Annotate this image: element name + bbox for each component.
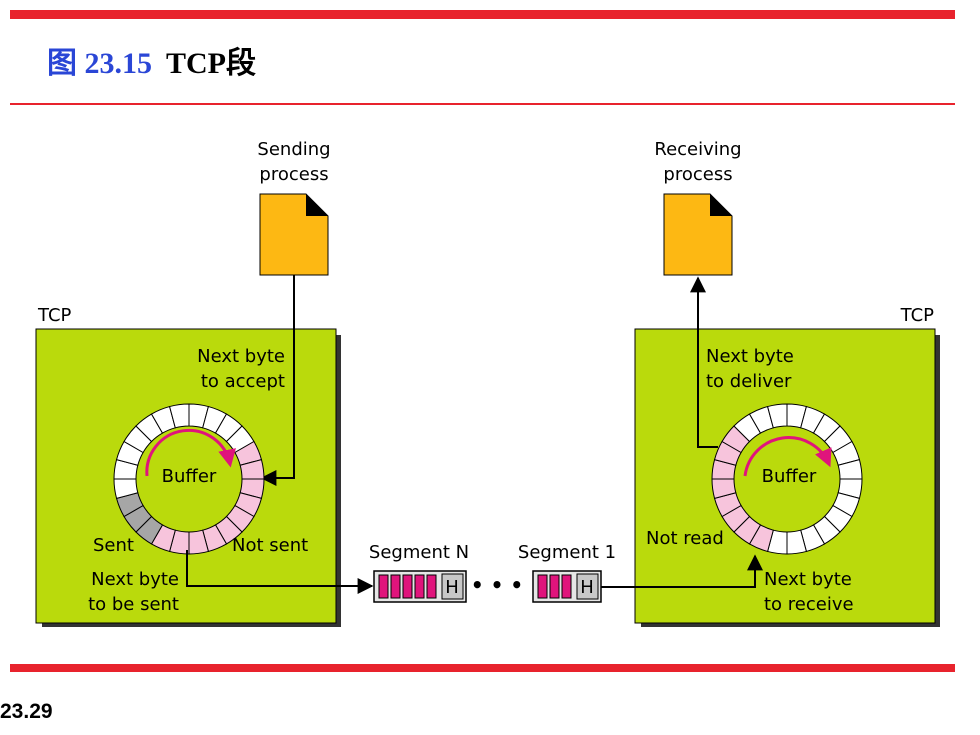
receiving-process-label-line2: process bbox=[663, 164, 732, 185]
receiver-buffer-ring bbox=[711, 403, 863, 555]
bottom-accent-bar bbox=[10, 664, 955, 672]
next-byte-to-accept-line1: Next byte bbox=[197, 346, 285, 367]
next-byte-to-be-sent-line1: Next byte bbox=[91, 569, 179, 590]
sender-side: Sending process TCP Next byte to accept … bbox=[35, 139, 374, 627]
segment-1-label: Segment 1 bbox=[518, 542, 616, 563]
sender-buffer-direction-arrow bbox=[145, 428, 236, 477]
figure-number: 图 23.15 bbox=[47, 47, 152, 80]
not-read-label: Not read bbox=[646, 528, 724, 549]
segment-n-data-byte bbox=[390, 574, 401, 599]
receiver-buffer-label: Buffer bbox=[762, 466, 817, 487]
segment-n-header-label: H bbox=[445, 577, 459, 598]
next-byte-to-deliver-line1: Next byte bbox=[706, 346, 794, 367]
segment-n-data-byte bbox=[378, 574, 389, 599]
receiving-process-label-line1: Receiving bbox=[654, 139, 741, 160]
top-accent-bar bbox=[10, 10, 955, 19]
sender-buffer-ring bbox=[113, 403, 265, 555]
segment-n: H bbox=[373, 570, 467, 603]
segment-n-header bbox=[441, 573, 464, 600]
sending-process-document-icon bbox=[259, 193, 329, 276]
next-byte-to-receive-line2: to receive bbox=[764, 594, 854, 615]
deliver-arrow bbox=[690, 276, 718, 448]
segment-1-header bbox=[576, 573, 599, 600]
segment-1-data-byte bbox=[549, 574, 560, 599]
receiver-tcp-box bbox=[634, 328, 936, 624]
ellipsis: • • • bbox=[471, 573, 523, 597]
title-rule bbox=[10, 103, 955, 105]
next-byte-to-accept-line2: to accept bbox=[201, 371, 285, 392]
next-byte-to-be-sent-line2: to be sent bbox=[88, 594, 179, 615]
sender-tcp-label: TCP bbox=[37, 305, 72, 326]
segments-in-transit: Segment N H • • • Segment 1 H bbox=[369, 542, 616, 603]
segment-n-label: Segment N bbox=[369, 542, 469, 563]
segment-n-data-byte bbox=[426, 574, 437, 599]
sending-process-label-line1: Sending bbox=[257, 139, 330, 160]
segment-n-data-byte bbox=[402, 574, 413, 599]
accept-arrow bbox=[260, 275, 295, 486]
receiving-process-document-icon bbox=[663, 193, 733, 276]
segment-n-data-byte bbox=[414, 574, 425, 599]
sent-label: Sent bbox=[93, 535, 134, 556]
receiver-buffer-direction-arrow bbox=[743, 436, 832, 477]
segment-1-data-byte bbox=[537, 574, 548, 599]
not-sent-label: Not sent bbox=[232, 535, 308, 556]
receiver-side: Receiving process TCP Next byte to deliv… bbox=[601, 139, 940, 627]
sender-buffer-label: Buffer bbox=[162, 466, 217, 487]
segment-1-data-byte bbox=[561, 574, 572, 599]
receive-arrow bbox=[601, 554, 763, 588]
sending-process-label-line2: process bbox=[259, 164, 328, 185]
segment-1-header-label: H bbox=[580, 577, 594, 598]
send-arrow bbox=[186, 550, 374, 594]
segment-1: H bbox=[532, 570, 602, 603]
buffer-slot bbox=[239, 458, 265, 480]
next-byte-to-receive-line1: Next byte bbox=[764, 569, 852, 590]
page-number: 23.29 bbox=[0, 700, 53, 723]
figure-name: TCP段 bbox=[166, 47, 256, 80]
receiver-tcp-label: TCP bbox=[900, 305, 935, 326]
next-byte-to-deliver-line2: to deliver bbox=[706, 371, 792, 392]
buffer-slot bbox=[837, 458, 863, 480]
slide-title: 图 23.15 TCP段 bbox=[47, 44, 256, 84]
